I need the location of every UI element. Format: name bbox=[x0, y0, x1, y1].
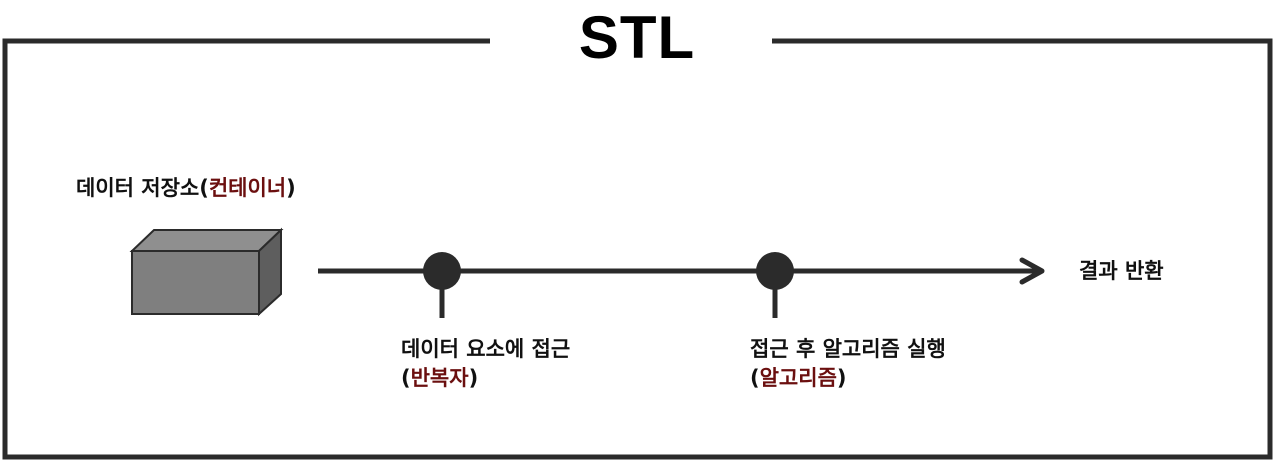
iterator-paren-close: ) bbox=[468, 366, 479, 390]
iterator-step-term: (반복자) bbox=[401, 368, 478, 389]
algorithm-paren-open: ( bbox=[750, 366, 760, 390]
flow-arrowhead bbox=[1019, 257, 1045, 285]
algorithm-step-term: (알고리즘) bbox=[750, 368, 847, 389]
iterator-node bbox=[423, 252, 461, 318]
container-paren-open: ( bbox=[199, 176, 209, 200]
iterator-paren-open: ( bbox=[401, 366, 411, 390]
container-paren-close: ) bbox=[286, 176, 296, 200]
container-term: 컨테이너 bbox=[208, 176, 287, 200]
algorithm-node bbox=[756, 252, 794, 318]
iterator-step-label: 데이터 요소에 접근 bbox=[401, 337, 571, 361]
frame-border bbox=[2, 38, 1273, 460]
algorithm-term: 알고리즘 bbox=[759, 366, 837, 390]
algorithm-step-label: 접근 후 알고리즘 실행 bbox=[750, 337, 946, 361]
result-label: 결과 반환 bbox=[1079, 259, 1164, 283]
container-box-icon bbox=[129, 227, 284, 317]
iterator-term: 반복자 bbox=[410, 366, 469, 390]
container-label-text: 데이터 저장소 bbox=[76, 176, 200, 200]
container-label: 데이터 저장소(컨테이너) bbox=[76, 178, 296, 199]
algorithm-paren-close: ) bbox=[836, 366, 847, 390]
diagram-title: STL bbox=[578, 4, 696, 71]
